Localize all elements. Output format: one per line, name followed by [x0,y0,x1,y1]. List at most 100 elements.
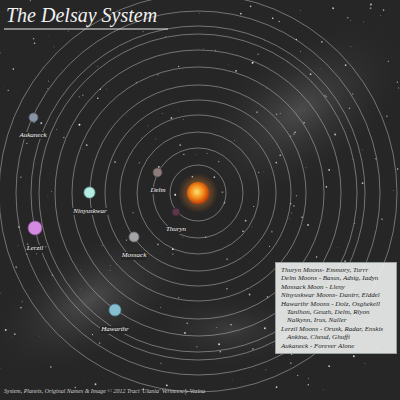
star [326,96,328,98]
star [381,28,383,30]
star [50,366,51,367]
moon-list-entry: Lerzil Moons - Orusk, Radar, Enskis Anki… [280,325,392,342]
star [206,153,207,154]
star [290,362,292,364]
planet-body [84,187,95,198]
star [30,0,31,1]
star [245,220,247,222]
star [45,68,47,70]
star [170,117,172,119]
star [16,92,18,94]
star [0,52,1,53]
star [249,294,251,296]
planet: Hawarthr [100,303,130,335]
star [82,148,84,150]
planet-name: Aukaneck [18,132,47,140]
star [12,68,14,70]
planet: Thuryn [165,207,187,235]
star [5,329,7,331]
star [17,244,19,246]
planet-disc [128,231,140,243]
star [3,86,4,87]
star [397,81,398,82]
star [213,176,215,178]
star [256,111,258,113]
planet: Aukaneck [18,112,47,141]
star [184,332,186,334]
star [234,139,236,141]
star [299,9,301,11]
star [218,343,220,345]
star [296,195,298,197]
star [265,369,266,370]
star [345,64,347,66]
star [183,119,185,121]
star [14,333,16,335]
star [75,387,76,388]
star [362,182,364,184]
star [218,161,219,162]
star [30,162,32,164]
copyright-caption: System, Planets, Original Names & Image … [4,388,205,394]
star [216,327,217,328]
star [271,344,273,346]
star [33,122,34,123]
star [336,247,338,249]
star [278,21,279,22]
star [178,66,179,67]
star [392,190,394,192]
star [63,137,65,139]
star [334,132,336,134]
star [334,134,336,136]
star [78,124,80,126]
star [51,191,52,192]
star [198,12,200,14]
star [320,68,322,70]
star [303,224,304,225]
star [26,143,27,144]
star [322,389,324,391]
planet-name: Hawarthr [100,326,130,334]
star [48,81,49,82]
star [186,322,188,324]
star [157,74,158,75]
star [240,13,242,15]
star [56,129,57,130]
star [304,109,305,110]
star [340,214,341,215]
star [99,342,101,344]
star [157,244,159,246]
star [195,154,197,156]
star [35,164,37,166]
star [252,62,254,64]
star [291,212,293,214]
star [230,324,231,325]
star [362,149,364,151]
moon-list-entry: Ninyuskwar Moons- Danirr, Elddel [280,291,392,299]
star [165,125,166,126]
star [257,54,258,55]
star [381,218,382,219]
star [276,386,278,388]
moon-list-entry: Delm Moons - Basus, Adsig, Iadyn [280,274,392,282]
star [178,297,179,298]
star [253,206,254,207]
star [271,231,273,233]
sun-glow [178,173,218,213]
star [232,379,234,381]
star [269,246,270,247]
star [280,113,281,114]
star [226,288,227,289]
star [364,362,366,364]
planet-body [29,113,38,122]
star [349,107,350,108]
planet-name: Thuryn [165,226,187,234]
sun [187,182,209,204]
star [350,45,352,47]
star [310,73,312,75]
star [293,205,294,206]
star [276,113,278,115]
star [307,384,309,386]
title: The Delsay System [6,4,157,27]
